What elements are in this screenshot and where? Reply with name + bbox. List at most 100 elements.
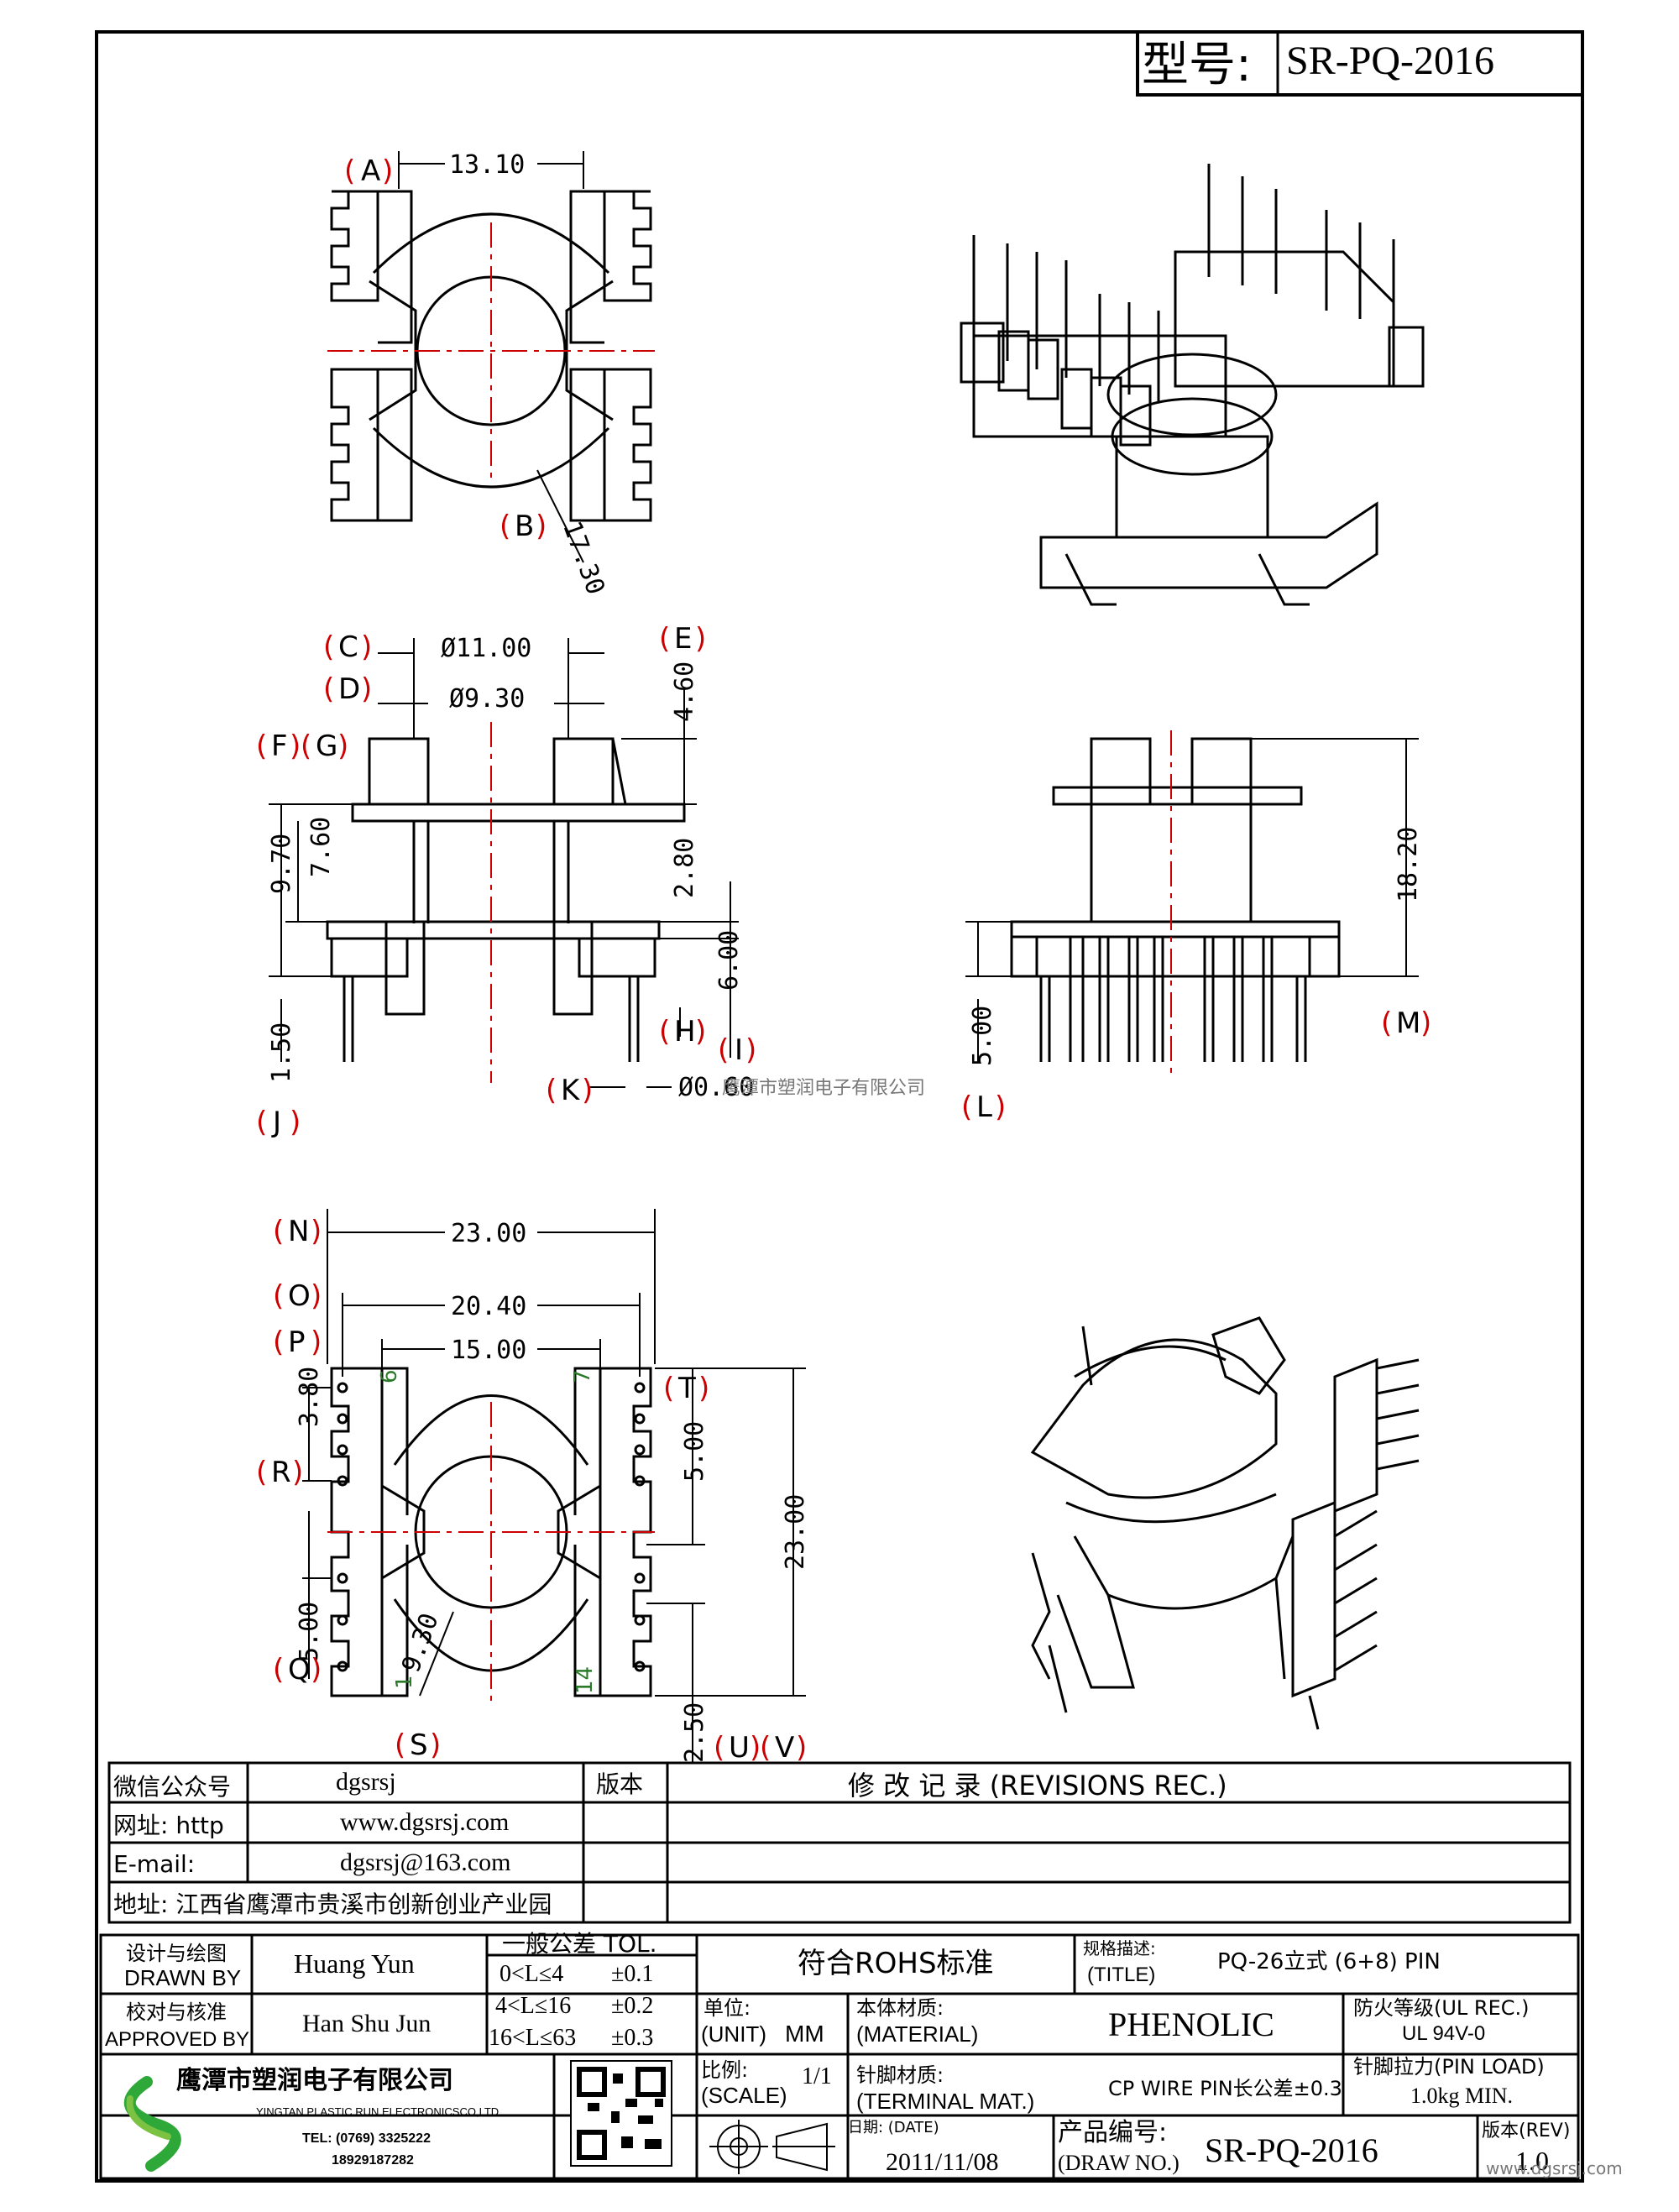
svg-text:): )	[292, 1456, 303, 1489]
svg-text:(: (	[323, 630, 334, 664]
spec-label-cn: 规格描述:	[1083, 1938, 1156, 1958]
dim-5-00-front: 5.00	[968, 1006, 997, 1066]
svg-text:): )	[311, 1653, 322, 1686]
svg-text:(: (	[659, 1015, 670, 1048]
drawn-label-cn: 设计与绘图	[126, 1942, 227, 1965]
model-header: 型号: SR-PQ-2016	[1136, 30, 1584, 97]
revision-table	[107, 1761, 1572, 1924]
label-G: G	[316, 729, 337, 763]
web-value: www.dgsrsj.com	[340, 1808, 509, 1836]
model-value: SR-PQ-2016	[1286, 39, 1494, 83]
svg-text:(: (	[395, 1728, 405, 1762]
svg-text:(: (	[273, 1326, 284, 1359]
dim-9-70: 9.70	[267, 834, 296, 894]
bottom-view-dims	[302, 1209, 806, 1763]
bottom-view-centerlines	[327, 1402, 655, 1704]
qr-code	[570, 2060, 672, 2167]
label-R: R	[271, 1456, 291, 1489]
company-mobile: 18929187282	[332, 2153, 414, 2168]
label-L: L	[976, 1090, 992, 1124]
terminal-label-cn: 针脚材质:	[856, 2063, 944, 2087]
drawno-label-en: (DRAW NO.)	[1058, 2151, 1179, 2175]
svg-text:): )	[695, 1015, 706, 1048]
dim-17-30: 17.30	[557, 517, 610, 599]
dim-2-80: 2.80	[670, 838, 699, 898]
label-B-text: B	[515, 510, 534, 543]
unit-label-en: (UNIT)	[701, 2021, 766, 2047]
label-M: M	[1396, 1007, 1420, 1040]
svg-text:): )	[995, 1090, 1006, 1124]
svg-text:(: (	[256, 729, 267, 763]
fire-label: 防火等级(UL REC.)	[1353, 1996, 1530, 2020]
scale-label-cn: 比例:	[701, 2058, 748, 2082]
dim-20-40: 20.40	[451, 1292, 526, 1321]
label-H: H	[674, 1015, 696, 1048]
revisions-label: 修 改 记 录 (REVISIONS REC.)	[848, 1770, 1227, 1801]
svg-text:): )	[430, 1728, 441, 1762]
tol-value-1: ±0.1	[611, 1961, 653, 1987]
dim-3-80: 3.80	[295, 1367, 324, 1427]
svg-text:(: (	[301, 729, 311, 763]
label-I: I	[735, 1033, 743, 1067]
tol-range-2: 4<L≤16	[495, 1993, 571, 2019]
dim-5-00-r: 5.00	[680, 1421, 709, 1482]
svg-text:): )	[311, 1326, 322, 1359]
date-label: 日期: (DATE)	[848, 2119, 939, 2136]
svg-text:(: (	[714, 1731, 724, 1765]
tol-value-2: ±0.2	[611, 1993, 653, 2019]
dim-18-20: 18.20	[1394, 827, 1423, 902]
svg-text:): )	[695, 622, 706, 656]
dim-13-10: 13.10	[449, 150, 525, 180]
tol-range-1: 0<L≤4	[500, 1961, 563, 1987]
front-view	[1010, 737, 1341, 1062]
svg-text:(: (	[273, 1215, 284, 1248]
svg-text:): )	[1420, 1007, 1431, 1040]
svg-text:): )	[361, 630, 372, 664]
svg-text:(: (	[256, 1456, 267, 1489]
drawn-label-en: DRAWN BY	[124, 1965, 241, 1990]
svg-text:(: (	[718, 1033, 729, 1067]
label-A: (	[344, 154, 355, 188]
svg-text:(: (	[760, 1731, 771, 1765]
svg-text:): )	[337, 729, 348, 763]
terminal-value: CP WIRE PIN长公差±0.3	[1108, 2077, 1342, 2100]
approved-label-cn: 校对与核准	[126, 2000, 227, 2024]
approved-value: Han Shu Jun	[302, 2010, 431, 2037]
svg-text:): )	[582, 1074, 593, 1107]
date-value: 2011/11/08	[886, 2148, 998, 2176]
side-view-dims	[269, 638, 739, 1088]
dim-d9-3: Ø9.30	[449, 684, 525, 714]
dim-23-00-w: 23.00	[451, 1219, 526, 1248]
svg-text:): )	[290, 1106, 301, 1139]
label-S: S	[410, 1728, 428, 1762]
svg-text:(: (	[1381, 1007, 1392, 1040]
svg-text:(: (	[961, 1090, 972, 1124]
label-C: C	[338, 630, 358, 664]
svg-text:): )	[698, 1372, 709, 1405]
label-U: U	[729, 1731, 750, 1765]
top-view-centerlines	[327, 222, 655, 483]
svg-text:(: (	[323, 672, 334, 706]
wechat-value: dgsrsj	[336, 1768, 396, 1796]
svg-text:): )	[382, 154, 393, 188]
pinload-label: 针脚拉力(PIN LOAD)	[1353, 2055, 1545, 2079]
label-O: O	[288, 1279, 311, 1313]
svg-text:): )	[536, 510, 547, 543]
material-label-cn: 本体材质:	[856, 1996, 944, 2020]
projection-symbol-icon	[709, 2120, 835, 2174]
label-F: F	[271, 729, 288, 763]
approved-label-en: APPROVED BY	[105, 2028, 249, 2051]
material-label-en: (MATERIAL)	[856, 2021, 978, 2047]
iso-view-top	[960, 164, 1425, 606]
bottom-view-dim-text: 23.00 20.40 15.00 23.00 3.80 5.00 5.00 2…	[256, 1215, 810, 1765]
title-block	[99, 1933, 1580, 2180]
company-tel: TEL: (0769) 3325222	[302, 2131, 431, 2146]
pin-6: 6	[377, 1369, 402, 1383]
side-view	[326, 737, 686, 1062]
terminal-label-en: (TERMINAL MAT.)	[856, 2089, 1034, 2114]
svg-text:): )	[361, 672, 372, 706]
dim-2-50: 2.50	[680, 1702, 709, 1763]
company-logo	[124, 2076, 181, 2172]
company-cn: 鹰潭市塑润电子有限公司	[176, 2066, 453, 2095]
